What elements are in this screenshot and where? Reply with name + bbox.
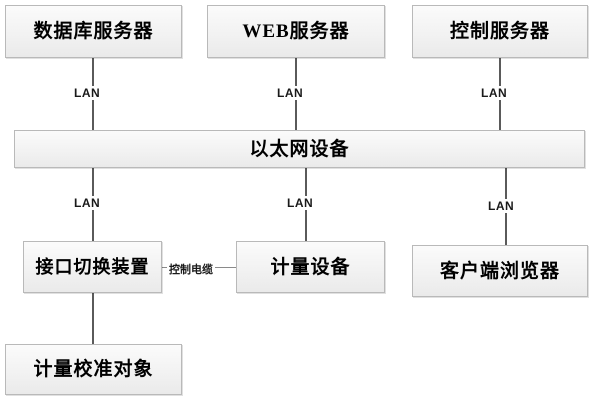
- node-client-browser-label: 客户端浏览器: [439, 260, 560, 282]
- connector-interface-to-target: [92, 293, 94, 344]
- node-calibration-target[interactable]: 计量校准对象: [5, 344, 182, 395]
- node-control-server-label: 控制服务器: [449, 21, 550, 42]
- node-metering-device[interactable]: 计量设备: [236, 241, 385, 293]
- edge-label-ethernet-client: LAN: [486, 199, 517, 213]
- edge-label-ethernet-interface: LAN: [72, 196, 103, 210]
- edge-label-interface-metering: 控制电缆: [167, 261, 215, 277]
- node-db-server-label: 数据库服务器: [33, 21, 154, 42]
- edge-label-db-ethernet: LAN: [72, 86, 103, 100]
- edge-label-web-ethernet: LAN: [275, 86, 306, 100]
- node-ethernet-device-label: 以太网设备: [249, 138, 350, 160]
- node-web-server[interactable]: WEB服务器: [207, 5, 385, 58]
- node-control-server[interactable]: 控制服务器: [412, 5, 588, 58]
- node-db-server[interactable]: 数据库服务器: [5, 5, 182, 58]
- node-interface-switch[interactable]: 接口切换装置: [23, 241, 162, 293]
- node-calibration-target-label: 计量校准对象: [33, 359, 154, 380]
- node-interface-switch-label: 接口切换装置: [35, 257, 150, 277]
- node-metering-device-label: 计量设备: [270, 256, 351, 278]
- edge-label-ethernet-metering: LAN: [285, 196, 316, 210]
- node-ethernet-device[interactable]: 以太网设备: [14, 130, 585, 168]
- node-client-browser[interactable]: 客户端浏览器: [412, 245, 588, 297]
- node-web-server-label: WEB服务器: [242, 21, 350, 42]
- edge-label-control-ethernet: LAN: [479, 86, 510, 100]
